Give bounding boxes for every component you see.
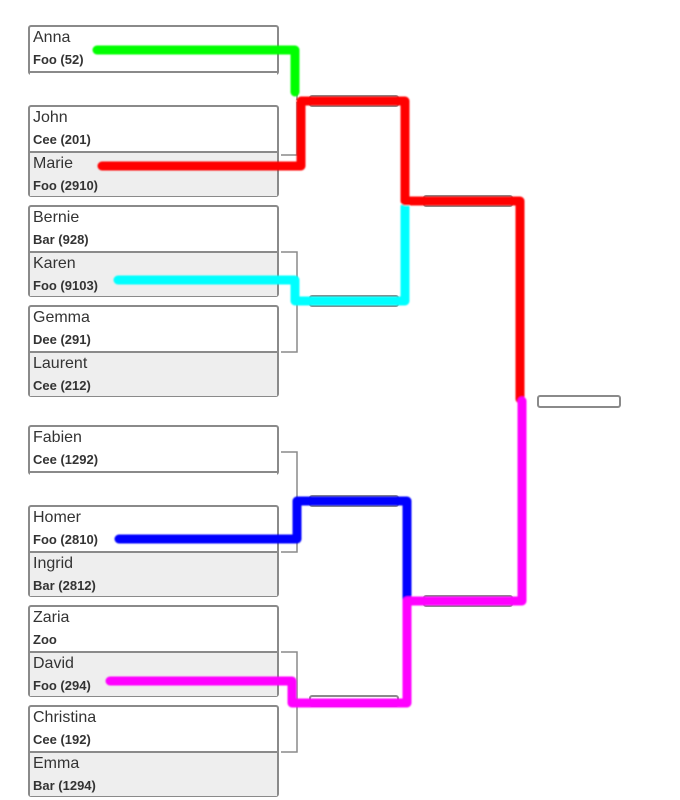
entrant-slot[interactable]: Fabien Cee (1292) (30, 427, 277, 472)
match-box: Gemma Dee (291) Laurent Cee (212) (28, 305, 279, 397)
entrant-name: Bernie (33, 209, 80, 226)
entrant-name: Karen (33, 255, 76, 272)
entrant-meta: Cee (1292) (33, 452, 99, 467)
path-anna (92, 45, 300, 97)
path-david (105, 396, 527, 708)
entrant-name: Fabien (33, 429, 82, 446)
entrant-meta: Cee (192) (33, 732, 91, 747)
progression-paths (92, 45, 527, 708)
entrant-name: Christina (33, 709, 97, 726)
entrant-meta: Foo (2910) (33, 178, 99, 193)
final-slot[interactable] (537, 395, 621, 408)
entrant-slot[interactable]: Karen Foo (9103) (30, 251, 277, 296)
empty-slot (30, 71, 277, 75)
path-karen (113, 202, 410, 306)
entrant-name: Emma (33, 755, 80, 772)
entrant-name: Zaria (33, 609, 70, 626)
entrant-meta: Cee (212) (33, 378, 91, 393)
entrant-meta: Foo (9103) (33, 278, 99, 293)
entrant-slot[interactable]: Gemma Dee (291) (30, 307, 277, 352)
entrant-name: Anna (33, 29, 71, 46)
entrant-meta: Foo (52) (33, 52, 84, 67)
entrant-slot[interactable]: Anna Foo (52) (30, 27, 277, 72)
match-box: John Cee (201) Marie Foo (2910) (28, 105, 279, 197)
match-box: Christina Cee (192) Emma Bar (1294) (28, 705, 279, 797)
bracket-connectors (281, 51, 298, 753)
entrant-name: Homer (33, 509, 82, 526)
entrant-slot[interactable]: John Cee (201) (30, 107, 277, 152)
connector-r1-m8 (281, 702, 298, 753)
path-homer (114, 496, 412, 604)
entrant-slot[interactable]: Christina Cee (192) (30, 707, 277, 752)
connector-r1-m7 (281, 651, 298, 700)
entrant-name: John (33, 109, 68, 126)
entrant-meta: Cee (201) (33, 132, 91, 147)
entrant-slot[interactable]: Homer Foo (2810) (30, 507, 277, 552)
entrant-name: Gemma (33, 309, 90, 326)
match-box: Fabien Cee (1292) (28, 425, 279, 475)
entrant-meta: Foo (294) (33, 678, 91, 693)
entrant-slot[interactable]: Zaria Zoo (30, 607, 277, 652)
entrant-slot[interactable]: Marie Foo (2910) (30, 151, 277, 196)
entrant-name: Laurent (33, 355, 88, 372)
entrant-meta: Bar (1294) (33, 778, 96, 793)
entrant-name: Marie (33, 155, 74, 172)
entrant-name: David (33, 655, 74, 672)
entrant-meta: Bar (928) (33, 232, 89, 247)
entrant-meta: Dee (291) (33, 332, 91, 347)
entrant-slot[interactable]: Ingrid Bar (2812) (30, 551, 277, 596)
entrant-name: Ingrid (33, 555, 74, 572)
round-slots (309, 95, 621, 707)
entrant-meta: Zoo (33, 632, 57, 647)
path-marie (97, 96, 525, 404)
entrant-slot[interactable]: Bernie Bar (928) (30, 207, 277, 252)
entrant-meta: Bar (2812) (33, 578, 96, 593)
entrant-slot[interactable]: Laurent Cee (212) (30, 351, 277, 396)
connector-r1-m5 (281, 451, 298, 500)
entrant-slot[interactable]: David Foo (294) (30, 651, 277, 696)
connector-r1-m2 (281, 102, 298, 156)
connector-r1-m4 (281, 302, 298, 353)
empty-slot (30, 471, 277, 475)
entrant-meta: Foo (2810) (33, 532, 99, 547)
match-box: Homer Foo (2810) Ingrid Bar (2812) (28, 505, 279, 597)
entrant-slot[interactable]: Emma Bar (1294) (30, 751, 277, 796)
